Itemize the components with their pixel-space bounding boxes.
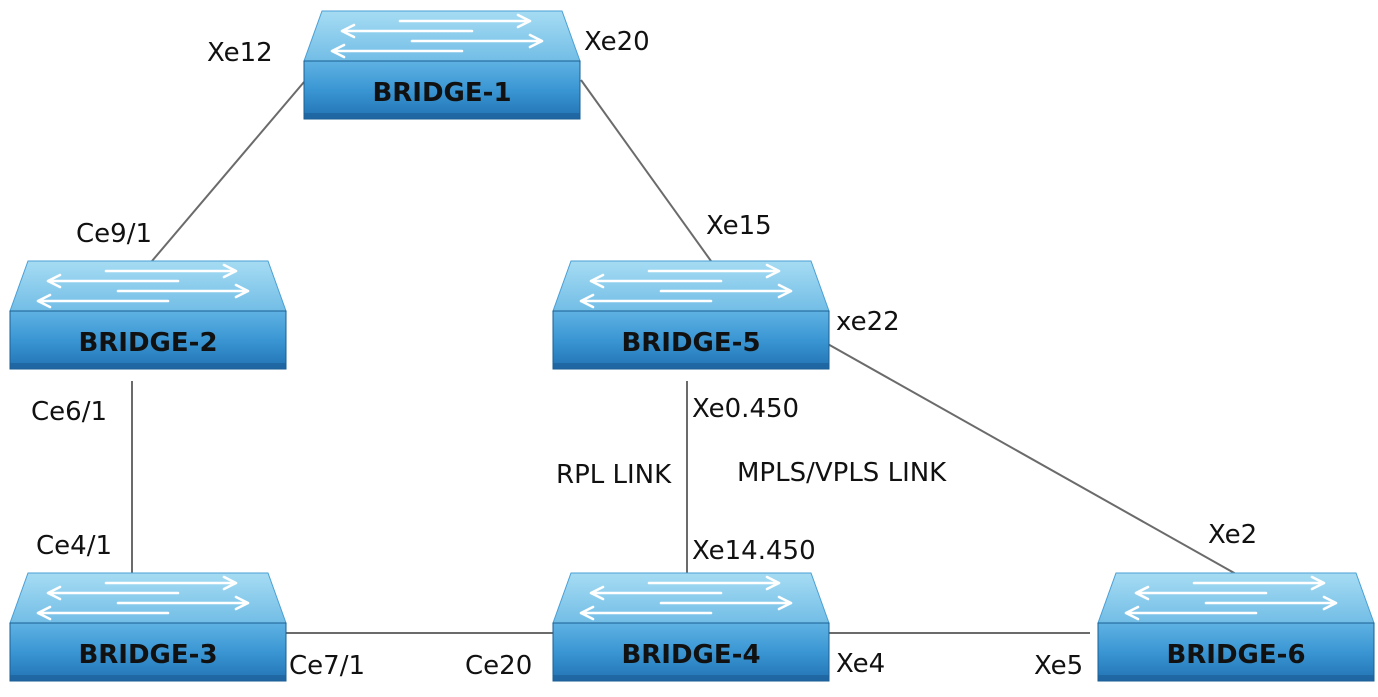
switch-front-face	[9, 310, 287, 370]
port-label-b3-ce7-1: Ce7/1	[289, 651, 365, 681]
switch-bottom-edge	[1098, 675, 1374, 681]
switch-arrow	[340, 23, 474, 39]
switch-arrow	[116, 595, 250, 611]
switch-bridge-4[interactable]: BRIDGE-4	[552, 572, 830, 682]
network-switch-icon	[552, 260, 830, 312]
port-label-b4-xe14-450: Xe14.450	[692, 536, 816, 566]
network-switch-icon	[303, 10, 581, 62]
port-label-b4-xe4: Xe4	[836, 649, 886, 679]
switch-arrow	[589, 273, 723, 289]
switch-front-face	[9, 622, 287, 682]
network-switch-icon	[1097, 572, 1375, 624]
switch-bottom-edge	[553, 675, 829, 681]
switch-bottom-edge	[10, 363, 286, 369]
switch-arrow	[659, 595, 793, 611]
link-b5-b6	[825, 342, 1237, 575]
switch-front-face	[1097, 622, 1375, 682]
switch-arrow	[589, 585, 723, 601]
port-label-b2-ce9-1: Ce9/1	[76, 219, 152, 249]
switch-bottom-edge	[553, 363, 829, 369]
switch-label: BRIDGE-1	[372, 78, 511, 108]
switch-bridge-5[interactable]: BRIDGE-5	[552, 260, 830, 370]
switch-arrow	[579, 293, 713, 309]
switch-arrow	[104, 263, 238, 279]
switch-arrow	[647, 575, 781, 591]
port-label-b6-xe5: Xe5	[1034, 651, 1084, 681]
links-layer	[131, 79, 1237, 634]
switch-arrow	[116, 283, 250, 299]
network-switch-icon	[552, 572, 830, 624]
switch-bridge-6[interactable]: BRIDGE-6	[1097, 572, 1375, 682]
network-switch-icon	[9, 572, 287, 624]
port-label-b5-xe0-450: Xe0.450	[692, 394, 800, 424]
switch-arrow	[1192, 575, 1326, 591]
switch-arrow	[579, 605, 713, 621]
switch-label: BRIDGE-5	[621, 328, 760, 358]
switch-label: BRIDGE-2	[78, 328, 217, 358]
switch-bridge-3[interactable]: BRIDGE-3	[9, 572, 287, 682]
switch-arrow	[1204, 595, 1338, 611]
switch-arrow	[104, 575, 238, 591]
switch-arrow	[36, 605, 170, 621]
switch-arrow	[46, 273, 180, 289]
switch-arrow	[330, 43, 464, 59]
port-label-b2-ce6-1: Ce6/1	[31, 397, 107, 427]
switch-arrow	[647, 263, 781, 279]
switch-bridge-2[interactable]: BRIDGE-2	[9, 260, 287, 370]
switch-bottom-edge	[10, 675, 286, 681]
switch-arrow	[410, 33, 544, 49]
port-label-b6-xe2: Xe2	[1208, 520, 1258, 550]
switch-label: BRIDGE-3	[78, 640, 217, 670]
port-label-b4-ce20: Ce20	[465, 651, 533, 681]
switch-label: BRIDGE-4	[621, 640, 760, 670]
switch-front-face	[552, 622, 830, 682]
link-b1-b2	[151, 81, 305, 262]
port-label-b1-xe12: Xe12	[207, 38, 273, 68]
network-switch-icon	[9, 260, 287, 312]
switch-bottom-edge	[304, 113, 580, 119]
switch-bridge-1[interactable]: BRIDGE-1	[303, 10, 581, 120]
port-label-b5-xe15: Xe15	[706, 211, 772, 241]
link-b1-b5	[580, 79, 712, 262]
switch-arrow	[36, 293, 170, 309]
switch-arrow	[398, 13, 532, 29]
port-label-b5-xe22: xe22	[836, 307, 900, 337]
switch-arrow	[1124, 605, 1258, 621]
switch-arrow	[1134, 585, 1268, 601]
switch-arrow	[659, 283, 793, 299]
switch-arrow	[46, 585, 180, 601]
switch-label: BRIDGE-6	[1166, 640, 1305, 670]
link-name-mpls-vpls: MPLS/VPLS LINK	[737, 458, 947, 488]
port-label-b1-xe20: Xe20	[584, 27, 650, 57]
link-name-rpl: RPL LINK	[556, 460, 672, 490]
port-label-b3-ce4-1: Ce4/1	[36, 531, 112, 561]
switch-front-face	[552, 310, 830, 370]
